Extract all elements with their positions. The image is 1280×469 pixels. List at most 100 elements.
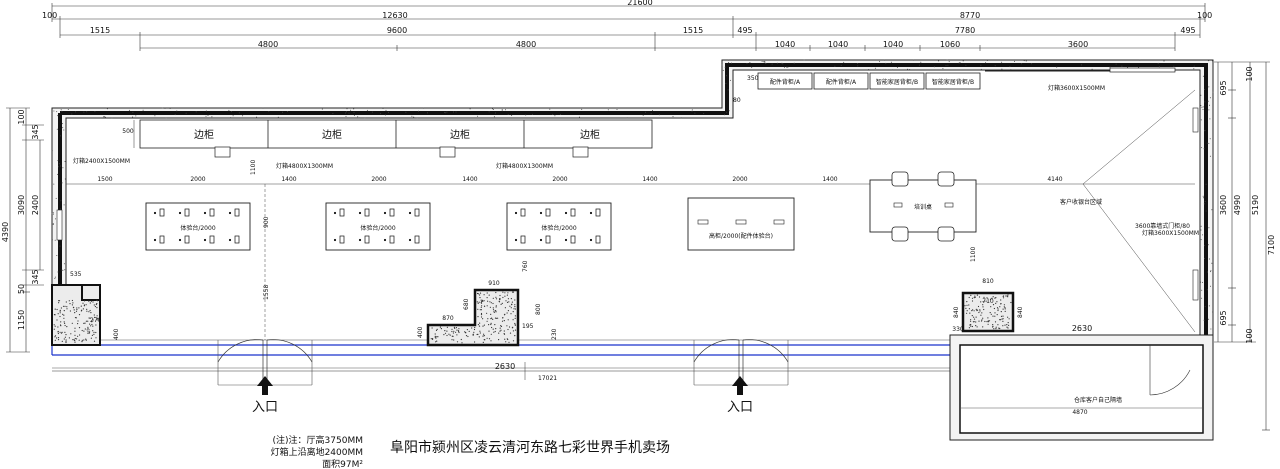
speckle [1193,65,1195,67]
speckle [979,309,981,311]
speckle [74,337,76,340]
dim-misc: 195 [522,323,534,330]
speckle [478,325,481,327]
speckle [346,111,347,113]
speckle [488,324,490,326]
speckle [973,297,975,299]
dim-misc: 1100 [970,247,977,262]
dim-top: 1040 [883,40,903,49]
speckle [495,317,498,319]
speckle [1001,318,1003,320]
speckle [1000,311,1002,313]
speckle [973,310,975,312]
speckle [512,319,514,321]
speckle [776,62,778,64]
speckle [1201,147,1203,149]
speckle [95,337,97,339]
speckle [65,301,67,303]
dim-top: 495 [737,26,752,35]
speckle [505,300,507,302]
speckle [650,113,652,115]
edge-cabinet-label: 边柜 [450,128,470,141]
speckle [70,333,72,335]
speckle [81,339,83,341]
speckle [1002,318,1004,320]
speckle [512,311,514,313]
speckle [61,182,63,184]
speckle [507,114,509,115]
outer-walls [51,59,1214,343]
speckle [728,62,730,63]
speckle [1139,59,1141,61]
dim-top: 3600 [1068,40,1088,49]
speckle [57,331,59,333]
speckle [1202,281,1203,283]
speckle [90,325,92,327]
speckle [457,330,460,332]
speckle [476,292,479,295]
speckle [982,326,984,328]
speckle [995,297,997,299]
speckle [982,301,984,303]
top-dimensions [51,3,1206,51]
speckle [495,328,497,330]
speckle [469,108,471,110]
level-mark: 17021 [538,375,557,382]
speckle [645,111,647,113]
speckle [784,66,785,68]
speckle [490,323,492,326]
speckle [962,60,964,62]
speckle [465,335,468,337]
speckle [54,339,56,341]
speckle [54,336,56,338]
speckle [964,305,966,307]
speckle [787,66,789,68]
speckle [62,313,64,315]
speckle [63,317,65,319]
dim-misc: 270 [90,317,102,324]
speckle [456,329,458,331]
speckle [89,302,91,304]
speckle [388,111,389,113]
speckle [57,339,60,341]
speckle [84,300,86,302]
speckle [207,114,209,116]
dim-top: 8770 [960,11,980,20]
dim-top: 1040 [828,40,848,49]
speckle [103,116,105,118]
speckle [451,330,453,333]
dim-misc: 2630 [1072,324,1092,333]
speckle [481,305,483,307]
speckle [626,117,628,119]
dim-left: 4390 [1,222,10,242]
speckle [868,69,870,70]
speckle [965,64,967,66]
speckle [1208,142,1210,144]
speckle [989,312,991,314]
speckle [64,178,66,180]
speckle [494,330,496,333]
speckle [490,322,492,324]
right-dimensions [1214,61,1270,431]
speckle [71,299,73,302]
speckle [90,312,92,314]
speckle [154,115,156,117]
speckle [980,301,982,303]
speckle [1200,281,1202,283]
phone-display [414,208,420,217]
speckle [350,109,352,111]
speckle [1007,322,1009,324]
speckle [69,310,71,312]
speckle [857,63,859,64]
phone-display-dot [539,211,543,215]
speckle [84,322,86,324]
speckle [431,327,433,329]
table-label: 体验台/2000 [360,224,395,232]
speckle [980,320,983,322]
speckle [56,308,58,311]
speckle [724,114,725,116]
speckle [1204,200,1206,202]
speckle [77,323,79,325]
speckle [88,332,91,334]
